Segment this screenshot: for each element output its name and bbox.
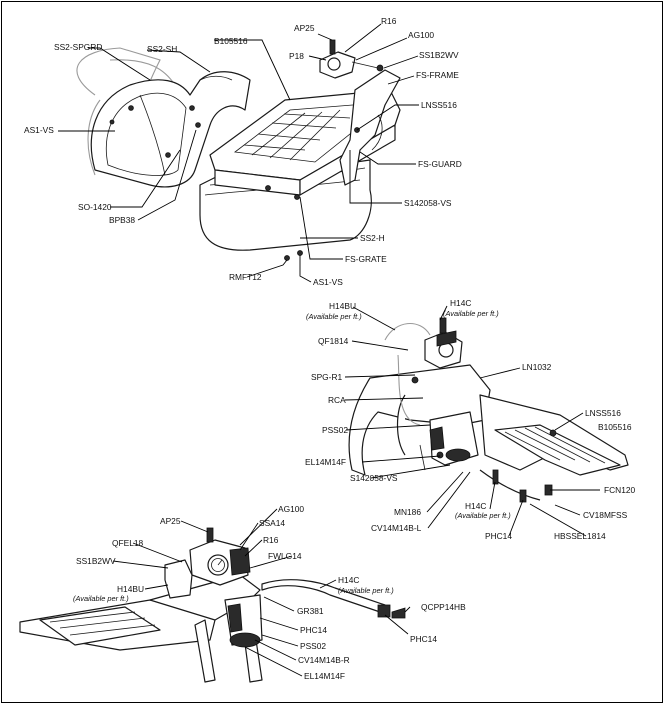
label-fcn120: FCN120: [604, 485, 636, 495]
label-h14c-bottom: H14C: [338, 575, 359, 585]
label-phc14-bottom-right: PHC14: [410, 634, 437, 644]
label-spg-r1: SPG-R1: [311, 372, 343, 382]
label-ss1b2wv-bottom: SS1B2WV: [76, 556, 116, 566]
note-h14bu-bottom: (Available per ft.): [73, 594, 129, 603]
top-labels: AP25 R16 AG100 P18 SS1B2WV B105516 FS-FR…: [24, 16, 462, 287]
label-fs-grate: FS-GRATE: [345, 254, 387, 264]
label-cv14m14b-l: CV14M14B-L: [371, 523, 422, 533]
label-r16: R16: [381, 16, 397, 26]
label-pss02-right: PSS02: [322, 425, 348, 435]
label-el14m14f-bottom: EL14M14F: [304, 671, 345, 681]
label-el14m14f-right: EL14M14F: [305, 457, 346, 467]
label-rmft12: RMFT12: [229, 272, 262, 282]
right-labels: H14BU (Available per ft.) H14C (Availabl…: [305, 298, 636, 541]
label-h14c: H14C: [450, 298, 471, 308]
note-h14bu: (Available per ft.): [306, 312, 362, 321]
label-ap25-bottom: AP25: [160, 516, 181, 526]
label-hbssel1814: HBSSEL1814: [554, 531, 606, 541]
label-qcpp14hb: QCPP14HB: [421, 602, 466, 612]
label-as1-vs-bottom: AS1-VS: [313, 277, 343, 287]
right-leader-lines: [344, 305, 600, 537]
label-h14bu-bottom: H14BU: [117, 584, 144, 594]
label-ssa14: SSA14: [259, 518, 285, 528]
label-ss2-sh: SS2-SH: [147, 44, 177, 54]
label-phc14-bottom: PHC14: [300, 625, 327, 635]
note-h14c: (Available per ft.): [443, 309, 499, 318]
fryer-frame-illustration: [199, 39, 401, 261]
bottom-leader-lines: [112, 508, 411, 677]
bottom-labels: AG100 AP25 SSA14 QFEL18 R16 SS1B2WV FWLG…: [73, 504, 466, 681]
top-leader-lines: [58, 23, 419, 283]
label-ss2-h: SS2-H: [360, 233, 385, 243]
label-ln1032: LN1032: [522, 362, 552, 372]
label-gr381: GR381: [297, 606, 324, 616]
label-lnss516: LNSS516: [421, 100, 457, 110]
label-as1-vs-left: AS1-VS: [24, 125, 54, 135]
label-phc14-right: PHC14: [485, 531, 512, 541]
label-qfel18: QFEL18: [112, 538, 144, 548]
label-mn186: MN186: [394, 507, 421, 517]
label-bpb38: BPB38: [109, 215, 135, 225]
label-cv14m14b-r: CV14M14B-R: [298, 655, 350, 665]
note-h14c-bottom: (Available per ft.): [338, 586, 394, 595]
label-pss02-bottom: PSS02: [300, 641, 326, 651]
label-fwlg14: FWLG14: [268, 551, 302, 561]
label-ss2-spgrd: SS2-SPGRD: [54, 42, 102, 52]
label-fs-guard: FS-GUARD: [418, 159, 462, 169]
label-h14bu: H14BU: [329, 301, 356, 311]
label-p18: P18: [289, 51, 304, 61]
label-ap25: AP25: [294, 23, 315, 33]
standalone-unit-illustration: [19, 527, 406, 683]
note-h14c-low: (Available per ft.): [455, 511, 511, 520]
label-r16-bottom: R16: [263, 535, 279, 545]
label-rca: RCA: [328, 395, 346, 405]
label-fs-frame: FS-FRAME: [416, 70, 459, 80]
label-qf1814: QF1814: [318, 336, 349, 346]
label-lnss516-right: LNSS516: [585, 408, 621, 418]
label-b105516: B105516: [214, 36, 248, 46]
label-ag100: AG100: [408, 30, 434, 40]
guard-assembly-illustration: [76, 47, 251, 188]
label-s142058-vs: S142058-VS: [404, 198, 452, 208]
label-ss1b2wv: SS1B2WV: [419, 50, 459, 60]
label-h14c-low: H14C: [465, 501, 486, 511]
label-so-1420: SO-1420: [78, 202, 112, 212]
mounted-unit-illustration: [348, 317, 629, 503]
label-cv18mfss: CV18MFSS: [583, 510, 628, 520]
label-ag100-bottom: AG100: [278, 504, 304, 514]
label-s142058-vs-right: S142058-VS: [350, 473, 398, 483]
label-b105516-right: B105516: [598, 422, 632, 432]
